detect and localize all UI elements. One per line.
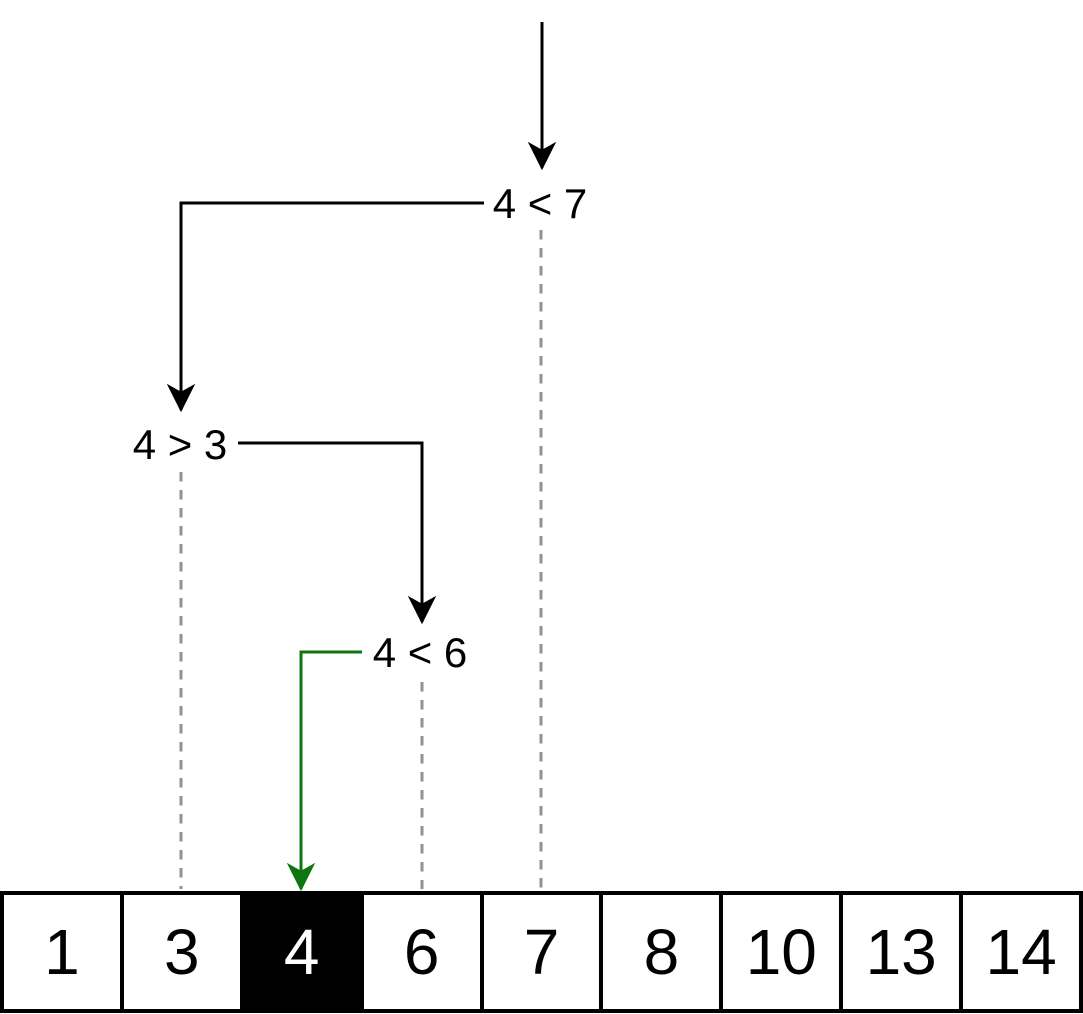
arrow-left-to-comparison-2 — [166, 201, 484, 413]
array-cell: 1 — [0, 891, 124, 1013]
comparison-label-1: 4 < 7 — [493, 180, 588, 227]
comparison-label-2: 4 > 3 — [133, 421, 228, 468]
array-cell: 10 — [719, 891, 844, 1013]
sorted-array: 1 3 4 6 7 8 10 13 14 — [0, 891, 1083, 1013]
comparison-label-3: 4 < 6 — [373, 629, 468, 676]
array-cell: 14 — [959, 891, 1083, 1013]
search-path-canvas: 4 < 7 4 > 3 4 < 6 — [133, 22, 588, 891]
array-cell: 6 — [359, 891, 484, 1013]
array-cell: 8 — [599, 891, 724, 1013]
array-cell: 7 — [479, 891, 604, 1013]
arrow-right-to-comparison-3 — [238, 441, 437, 625]
arrow-found-target — [286, 650, 362, 891]
array-cell-highlighted: 4 — [239, 891, 364, 1013]
array-cell: 13 — [839, 891, 964, 1013]
array-cell: 3 — [119, 891, 244, 1013]
